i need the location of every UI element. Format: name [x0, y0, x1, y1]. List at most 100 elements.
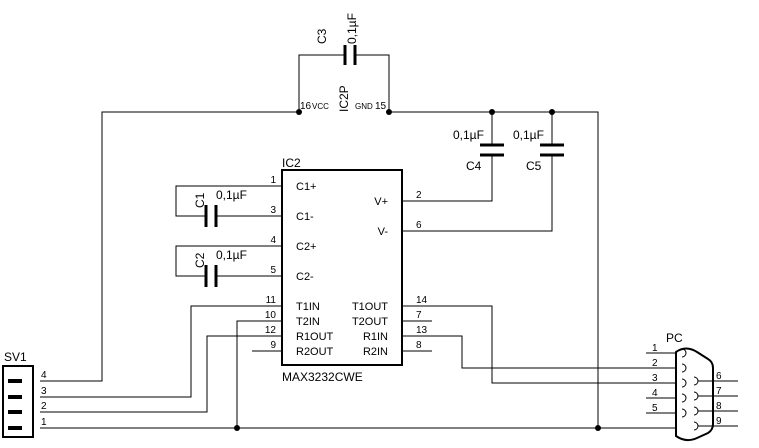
- connector-pin-number: 2: [652, 358, 658, 369]
- ic-pin-number: 13: [416, 325, 428, 336]
- connector-contact: [681, 348, 687, 358]
- ic-name: IC2: [282, 156, 301, 170]
- r1in-wire: [402, 335, 676, 369]
- ic-pin-label: T1IN: [296, 301, 320, 313]
- ic-pin-label: R2OUT: [296, 346, 334, 358]
- ic-pin-number: 14: [416, 295, 428, 306]
- capacitor-c2: C2 0,1µF: [193, 248, 247, 287]
- ic-pin-label: T2OUT: [352, 316, 388, 328]
- capacitor-c1: C1 0,1µF: [193, 188, 247, 227]
- ic-pin-number: 9: [270, 340, 276, 351]
- junction-dot: [386, 109, 392, 115]
- connector-contacts: [681, 348, 699, 431]
- connector-pin-number: 5: [652, 403, 658, 414]
- ic-gnd-pin-label: GND: [355, 102, 373, 111]
- ic-pin-number: 5: [270, 265, 276, 276]
- capacitor-c3-value: 0,1µF: [345, 13, 359, 44]
- junction-dot: [296, 109, 302, 115]
- header-pin: [8, 395, 22, 399]
- ic-max3232: IC2 MAX3232CWE 1C1+3C1-4C2+5C2-11T1IN10T…: [252, 156, 432, 384]
- connector-pin-number: 8: [716, 401, 722, 412]
- ic-pin-label: R1OUT: [296, 331, 334, 343]
- junction-dot: [234, 425, 240, 431]
- c1-wire: [175, 185, 282, 217]
- connector-left-pins: 1 2 3 4 5: [646, 343, 676, 414]
- c3-wire-right: [355, 54, 390, 112]
- ic-pin-label: V-: [378, 226, 389, 238]
- ic-vcc-pin-number: 16: [300, 101, 312, 112]
- header-body: [2, 365, 34, 438]
- ic-vcc-pin-label: VCC: [312, 102, 329, 111]
- capacitor-c3-name: C3: [315, 28, 329, 44]
- c3-wire: [298, 54, 345, 112]
- vcc-rail-wire: [40, 111, 299, 382]
- ic-pin-number: 10: [265, 310, 277, 321]
- ic-pin-number: 7: [416, 310, 422, 321]
- ic-pin-number: 11: [266, 295, 277, 306]
- ic-pin-label: T2IN: [296, 316, 320, 328]
- connector-contact: [693, 421, 699, 431]
- connector-name: PC: [666, 331, 683, 345]
- connector-pin-number: 1: [652, 343, 658, 354]
- t1out-wire: [402, 305, 676, 384]
- ic-pin-number: 2: [416, 190, 422, 201]
- t2in-wire: [236, 320, 282, 428]
- ic-pin-label: C1-: [296, 211, 314, 223]
- ic-pin-number: 3: [270, 205, 276, 216]
- vminus-wire: [402, 155, 553, 232]
- capacitor-c2-name: C2: [193, 252, 207, 268]
- connector-contact: [681, 393, 687, 403]
- ic-pin-label: T1OUT: [352, 301, 388, 313]
- header-pin-number: 3: [41, 386, 47, 397]
- capacitor-c4: 0,1µF C4: [453, 128, 504, 173]
- ic-power-pins: 16 VCC IC2P GND 15: [300, 85, 387, 112]
- connector-contact: [693, 406, 699, 416]
- ic-pin-number: 8: [416, 340, 422, 351]
- capacitor-c5: 0,1µF C5: [513, 128, 564, 173]
- ic-pin-label: C2-: [296, 271, 314, 283]
- capacitor-c1-name: C1: [193, 192, 207, 208]
- ic-part-number: MAX3232CWE: [282, 370, 363, 384]
- connector-pin-number: 4: [652, 388, 658, 399]
- capacitor-c5-value: 0,1µF: [513, 128, 544, 142]
- header-sv1: SV1 4 3 2 1: [2, 350, 47, 438]
- capacitor-c4-name: C4: [466, 159, 482, 173]
- connector-contact: [693, 391, 699, 401]
- connector-pin-number: 9: [716, 416, 722, 427]
- connector-shell: [675, 347, 714, 442]
- connector-contact: [693, 376, 699, 386]
- junction-dot: [549, 109, 555, 115]
- ic-pin-label: R1IN: [363, 331, 388, 343]
- header-name: SV1: [4, 350, 27, 364]
- connector-contact: [681, 363, 687, 373]
- ic-pin-label: C1+: [296, 181, 317, 193]
- capacitor-c5-name: C5: [526, 159, 542, 173]
- connector-pin-number: 3: [652, 373, 658, 384]
- ic-pin-number: 4: [270, 235, 276, 246]
- capacitor-c2-value: 0,1µF: [216, 248, 247, 262]
- ic-pin-label: C2+: [296, 241, 317, 253]
- ic-power-label: IC2P: [337, 85, 351, 112]
- connector-contact: [681, 378, 687, 388]
- capacitor-c1-value: 0,1µF: [216, 188, 247, 202]
- connector-pin-number: 6: [716, 371, 722, 382]
- junction-dot: [489, 109, 495, 115]
- header-pin: [8, 426, 22, 430]
- ic-pin-number: 6: [416, 220, 422, 231]
- capacitor-c4-value: 0,1µF: [453, 128, 484, 142]
- r1out-wire: [40, 335, 282, 413]
- ic-gnd-pin-number: 15: [375, 101, 387, 112]
- ic-left-pins: 1C1+3C1-4C2+5C2-11T1IN10T2IN12R1OUT9R2OU…: [252, 175, 334, 358]
- t1in-wire: [40, 305, 282, 398]
- header-pin: [8, 410, 22, 414]
- header-pin-number: 1: [41, 417, 47, 428]
- junctions: [234, 109, 601, 431]
- c2-wire: [175, 245, 282, 277]
- header-pin-number: 4: [41, 370, 47, 381]
- capacitor-c3: C3 0,1µF: [315, 13, 359, 65]
- ic-pin-number: 12: [265, 325, 277, 336]
- header-pin-number: 2: [41, 401, 47, 412]
